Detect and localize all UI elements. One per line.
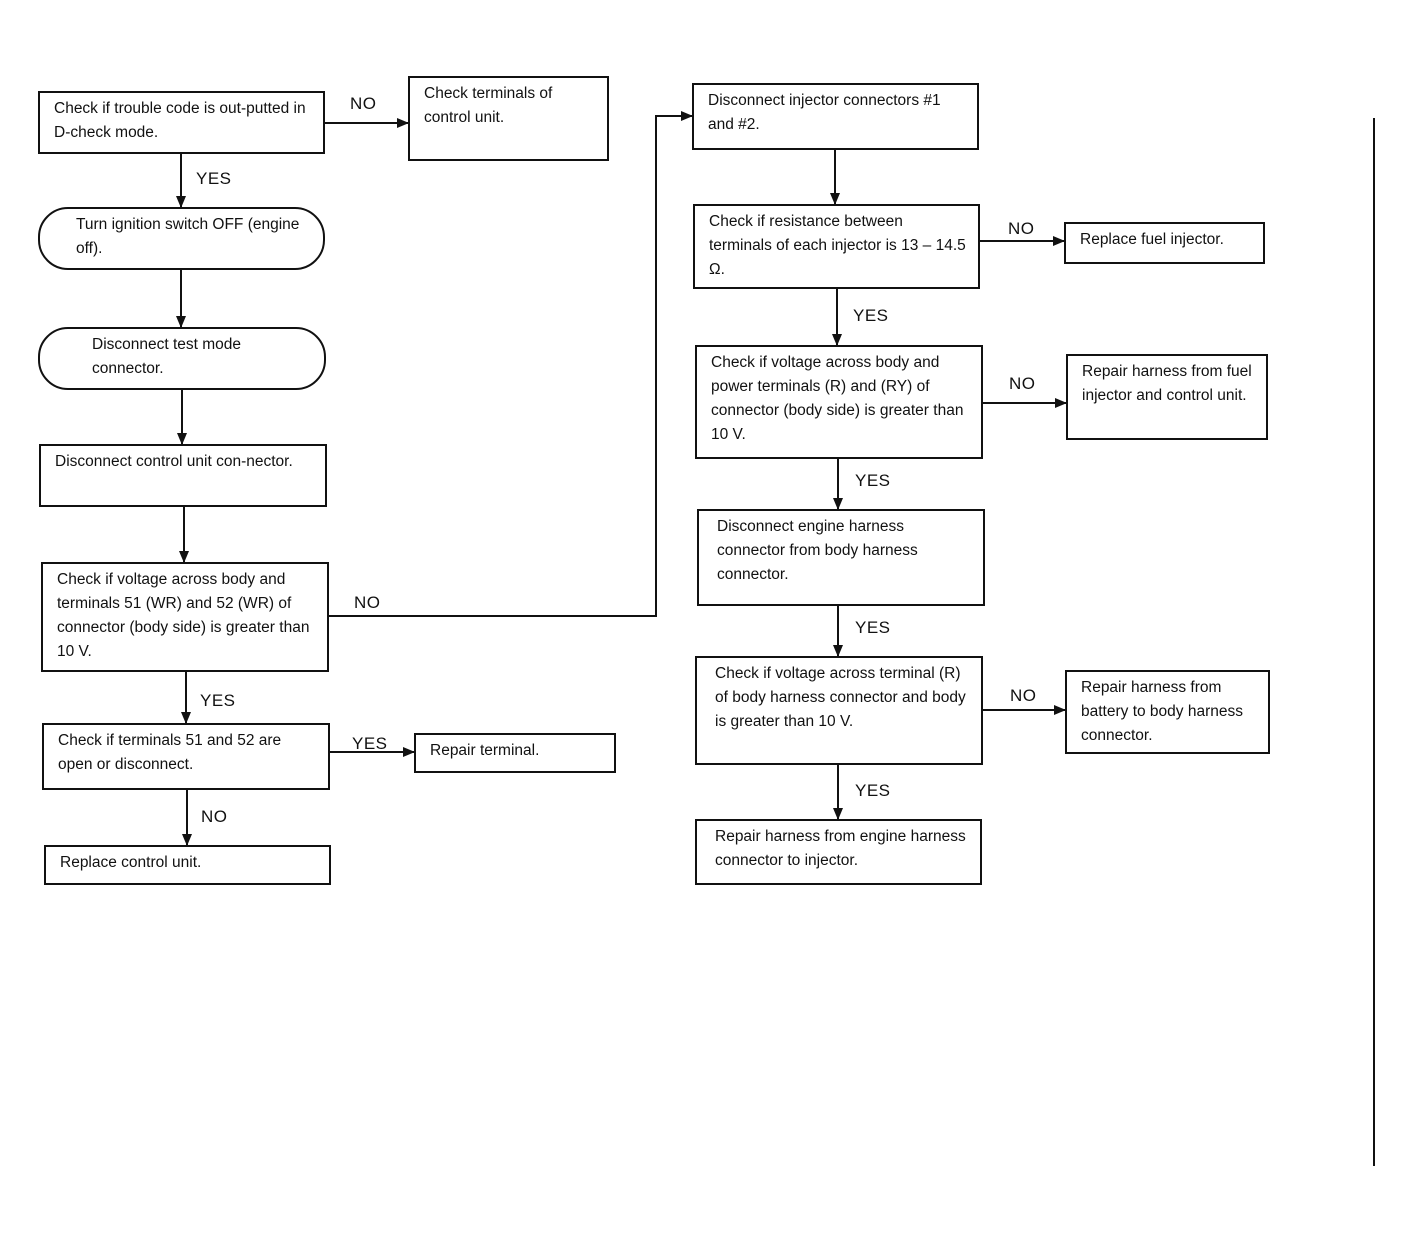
node-n17: Repair harness from battery to body harn… xyxy=(1065,670,1270,754)
node-n13-text: Check if voltage across body and power t… xyxy=(711,354,964,443)
label-no-n11: NO xyxy=(1008,219,1035,238)
node-n4-text: Disconnect test mode connector. xyxy=(92,336,242,377)
node-n10: Disconnect injector connectors #1 and #2… xyxy=(692,83,979,150)
node-n10-text: Disconnect injector connectors #1 and #2… xyxy=(708,92,941,133)
node-n12-text: Replace fuel injector. xyxy=(1080,231,1224,248)
node-n16: Check if voltage across terminal (R) of … xyxy=(695,656,983,765)
node-n1-text: Check if trouble code is out-putted in D… xyxy=(54,100,306,141)
node-n2: Check terminals of control unit. xyxy=(408,76,609,161)
label-yes-n13: YES xyxy=(855,471,891,490)
node-n7: Check if terminals 51 and 52 are open or… xyxy=(42,723,330,790)
node-n3-text: Turn ignition switch OFF (engine off). xyxy=(76,216,300,257)
label-yes-n6: YES xyxy=(200,691,236,710)
node-n14: Repair harness from fuel injector and co… xyxy=(1066,354,1268,440)
node-n17-text: Repair harness from battery to body harn… xyxy=(1081,679,1243,744)
node-n6: Check if voltage across body and termina… xyxy=(41,562,329,672)
node-n11: Check if resistance between terminals of… xyxy=(693,204,980,289)
label-yes-n15: YES xyxy=(855,618,891,637)
node-n1: Check if trouble code is out-putted in D… xyxy=(38,91,325,154)
node-n4: Disconnect test mode connector. xyxy=(38,327,326,390)
node-n14-text: Repair harness from fuel injector and co… xyxy=(1082,363,1252,404)
node-n16-text: Check if voltage across terminal (R) of … xyxy=(715,665,966,730)
label-yes-n1: YES xyxy=(196,169,232,188)
label-yes-n16: YES xyxy=(855,781,891,800)
node-n6-text: Check if voltage across body and termina… xyxy=(57,571,310,660)
node-n8: Repair terminal. xyxy=(414,733,616,773)
label-no-n13: NO xyxy=(1009,374,1036,393)
label-yes-n7: YES xyxy=(352,734,388,753)
label-no-n7: NO xyxy=(201,807,228,826)
node-n13: Check if voltage across body and power t… xyxy=(695,345,983,459)
node-n7-text: Check if terminals 51 and 52 are open or… xyxy=(58,732,282,773)
arrow-n6-to-n10 xyxy=(328,111,693,617)
node-n5: Disconnect control unit con-nector. xyxy=(39,444,327,507)
node-n18-text: Repair harness from engine harness conne… xyxy=(715,828,966,869)
label-no-n6: NO xyxy=(354,593,381,612)
node-n5-text: Disconnect control unit con-nector. xyxy=(55,453,293,470)
node-n11-text: Check if resistance between terminals of… xyxy=(709,213,966,278)
label-no-n16: NO xyxy=(1010,686,1037,705)
node-n9-text: Replace control unit. xyxy=(60,854,202,871)
node-n9: Replace control unit. xyxy=(44,845,331,885)
node-n8-text: Repair terminal. xyxy=(430,742,540,759)
node-n15-text: Disconnect engine harness connector from… xyxy=(717,518,918,583)
node-n3: Turn ignition switch OFF (engine off). xyxy=(38,207,325,270)
label-yes-n11: YES xyxy=(853,306,889,325)
node-n15: Disconnect engine harness connector from… xyxy=(697,509,985,606)
page-edge-rule xyxy=(1373,118,1375,1166)
node-n18: Repair harness from engine harness conne… xyxy=(695,819,982,885)
label-no-n1: NO xyxy=(350,94,377,113)
node-n12: Replace fuel injector. xyxy=(1064,222,1265,264)
node-n2-text: Check terminals of control unit. xyxy=(424,85,553,126)
